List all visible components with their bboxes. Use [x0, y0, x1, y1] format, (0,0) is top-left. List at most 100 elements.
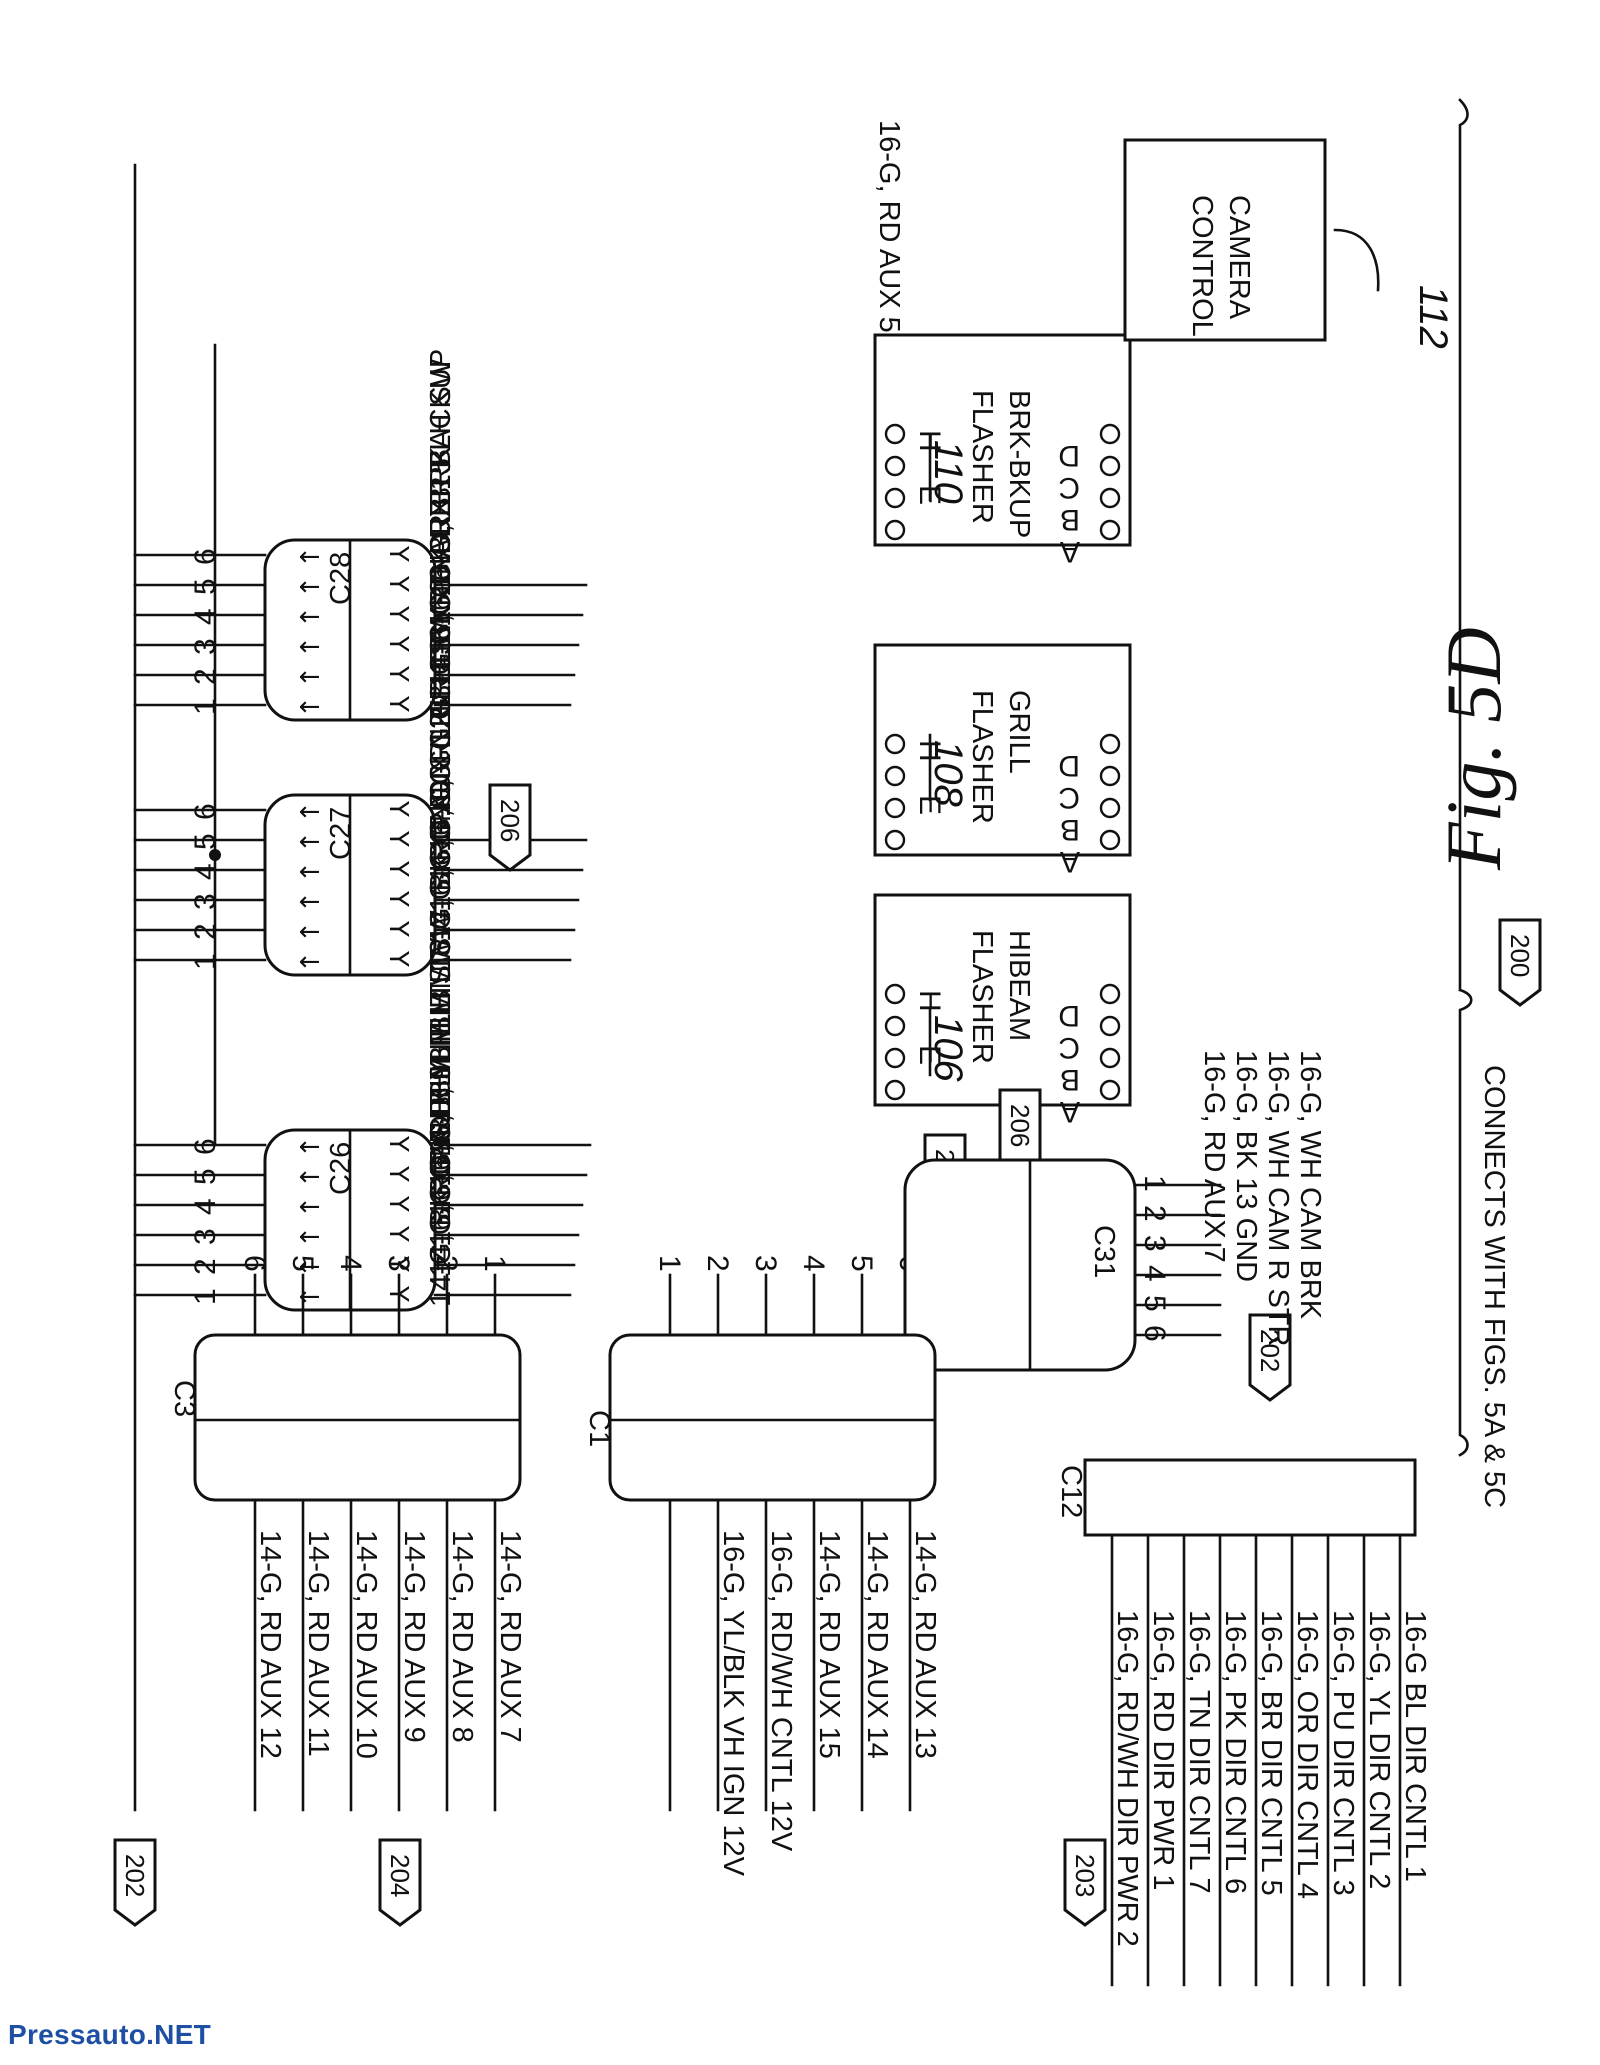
c26-arrow-4: ↓	[293, 1196, 323, 1218]
c1-pin-number: 3	[749, 1255, 782, 1272]
brake-pin-letter: D	[1058, 439, 1080, 472]
reference-bubble-number: 203	[1070, 1854, 1100, 1897]
reference-bubble-204	[378, 1838, 422, 1927]
c26-pin-number: 6	[189, 1138, 222, 1155]
brake-backup-flasher: BRK-BKUP FLASHER 110	[873, 333, 1132, 547]
c26-pin-number: 1	[189, 1288, 222, 1305]
brake-pin-row2-2	[884, 487, 906, 509]
c28-fork-1: Y	[383, 695, 413, 712]
c3-pin-number: 4	[334, 1255, 367, 1272]
c1-wire-label: 14-G, RD AUX 13	[909, 1530, 941, 1759]
grill-pin-row2-2	[884, 797, 906, 819]
c28-arrow-1: ↓	[293, 696, 323, 718]
brake-pin-letter: C	[1058, 471, 1080, 504]
c27-fork-2: Y	[383, 920, 413, 937]
c28-wire-label: 14-G, RD AUX 15	[425, 458, 457, 687]
c1-pin-number: 5	[845, 1255, 878, 1272]
c27-wire-label: 16-G, PK GRL FLH SW	[425, 608, 457, 912]
connector-c1: C1	[583, 1333, 937, 1502]
reference-bubble-number: 200	[1505, 934, 1535, 977]
brake-pin-h-label: H	[913, 430, 946, 452]
hibeam-pin-D	[1099, 983, 1121, 1005]
grill-flasher-line1: GRILL	[1003, 690, 1035, 774]
connector-c27: C27	[263, 793, 437, 977]
c27-arrow-6: ↓	[293, 801, 323, 823]
splice-dot	[209, 849, 221, 861]
c12-wire-label: 16-G, RD/WH DIR PWR 2	[1111, 1610, 1143, 1947]
c27-fork-6: Y	[383, 800, 413, 817]
c28-arrow-2: ↓	[293, 666, 323, 688]
c31-wire-label: 16-G, RD AUX 7	[1198, 1050, 1230, 1263]
c27-pin-number: 3	[189, 893, 222, 910]
hibeam-flasher-line1: HIBEAM	[1003, 930, 1035, 1041]
hibeam-pin-e-label: E	[913, 1045, 946, 1065]
brake-pin-C	[1099, 455, 1121, 477]
c27-pin-number: 5	[189, 833, 222, 850]
c12-wire-label: 16-G, BR DIR CNTL 5	[1255, 1610, 1287, 1896]
c28-arrow-3: ↓	[293, 636, 323, 658]
grill-pin-row2-3	[884, 765, 906, 787]
c3-pin-number: 2	[430, 1255, 463, 1272]
c12-wire-label: 16-G, RD DIR PWR 1	[1147, 1610, 1179, 1890]
connector-c3: C3	[168, 1333, 522, 1502]
grill-pin-letter: D	[1058, 749, 1080, 782]
c28-arrow-4: ↓	[293, 606, 323, 628]
camera-control-box	[1123, 138, 1327, 342]
c26-pin-number: 4	[189, 1198, 222, 1215]
c27-wire-label: 16-G, GN GR LT	[425, 636, 457, 852]
camera-control-ref: 112	[1411, 285, 1455, 349]
c27-fork-5: Y	[383, 830, 413, 847]
figure-title: Fig. 5D	[1430, 627, 1517, 871]
c27-arrow-4: ↓	[293, 861, 323, 883]
c26-wire-label: 14-G, RD AUX 9	[425, 1064, 457, 1277]
c3-wire-label: 14-G, RD AUX 9	[398, 1530, 430, 1743]
hibeam-pin-row2-2	[884, 1047, 906, 1069]
brake-flasher-line2: FLASHER	[966, 390, 998, 524]
reference-bubble-number: 206	[495, 799, 525, 842]
c28-fork-3: Y	[383, 635, 413, 652]
figure-note: CONNECTS WITH FIGS. 5A & 5C	[1478, 1065, 1510, 1508]
grill-pin-D	[1099, 733, 1121, 755]
c28-pin-number: 5	[189, 578, 222, 595]
c26-arrow-1: ↓	[293, 1286, 323, 1308]
c28-arrow-6: ↓	[293, 546, 323, 568]
c26-wire-label: 16-G, BL HIBM LT	[425, 951, 457, 1187]
camera-aux-wire-label: 16-G, RD AUX 5	[873, 120, 905, 333]
c1-pin-number: 1	[653, 1255, 686, 1272]
c3-pin-number: 1	[478, 1255, 511, 1272]
camera-control-line1: CAMERA	[1223, 195, 1255, 320]
c28-wire-label: 16-G BR BRK	[425, 446, 457, 627]
brake-pin-A	[1099, 519, 1121, 541]
c31-pin-number: 1	[1138, 1175, 1171, 1192]
c28-pin-number: 2	[189, 668, 222, 685]
c12-wire-label: 16-G, OR DIR CNTL 4	[1291, 1610, 1323, 1899]
hibeam-flasher: HIBEAM FLASHER 106	[873, 893, 1132, 1107]
c27-pin-number: 1	[189, 953, 222, 970]
reference-bubble-202	[113, 1838, 157, 1927]
c3-wire-label: 14-G, RD AUX 10	[350, 1530, 382, 1759]
hibeam-flasher-ref: 106	[926, 1015, 970, 1082]
c3-wire-label: 14-G, RD AUX 7	[494, 1530, 526, 1743]
reference-bubble-number: 202	[1255, 1329, 1285, 1372]
connector-c28: C28	[263, 538, 437, 722]
reference-bubble-200	[1498, 918, 1542, 1007]
hibeam-pin-row2-3	[884, 1015, 906, 1037]
c12-body	[1083, 1458, 1417, 1537]
brake-pin-row2-4	[884, 423, 906, 445]
c27-wire-label: 16-G, BK GND	[425, 780, 457, 972]
figure-brace	[1458, 98, 1473, 1457]
hibeam-pin-row2-4	[884, 983, 906, 1005]
c27-pin-number: 6	[189, 803, 222, 820]
c3-wire-label: 14-G, RD AUX 12	[254, 1530, 286, 1759]
c3-body	[193, 1333, 522, 1502]
c31-label: C31	[1088, 1225, 1120, 1278]
hibeam-pin-letter: B	[1060, 1063, 1080, 1096]
rotated-schematic: C26 C27 C28 HIBEAM FLASHER 106 GRILL FLA…	[113, 98, 1542, 1987]
c27-label: C27	[325, 807, 357, 860]
c28-fork-6: Y	[383, 545, 413, 562]
c1-wire-label: 16-G, YL/BLK VH IGN 12V	[717, 1530, 749, 1877]
watermark: Pressauto.NET	[8, 2019, 212, 2050]
c26-fork-4: Y	[383, 1195, 413, 1212]
c1-pin-number: 4	[797, 1255, 830, 1272]
